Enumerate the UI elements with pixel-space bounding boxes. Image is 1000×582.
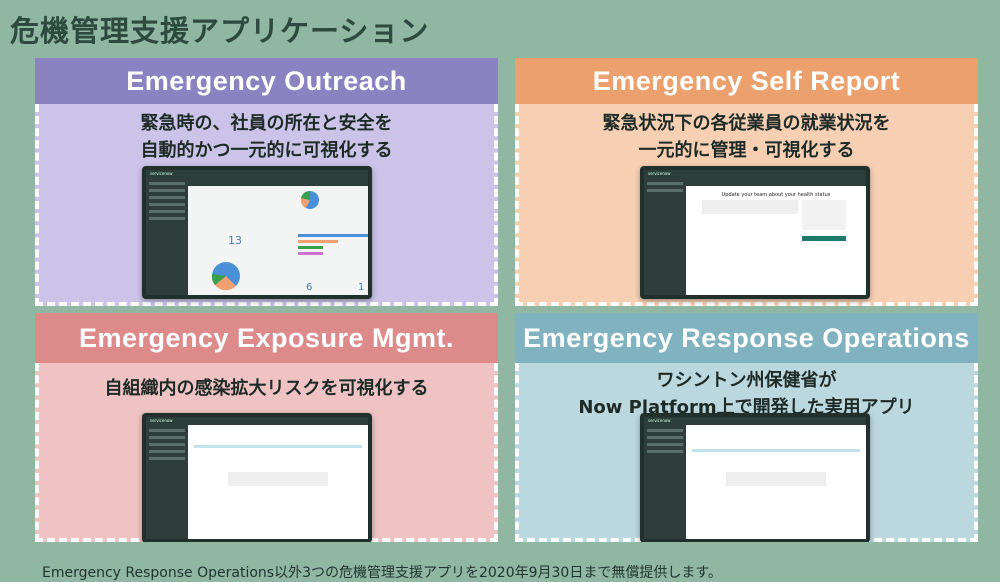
app-screenshot: servicenow [142, 413, 372, 542]
dashed-border [35, 104, 498, 306]
app-screenshot: servicenow Update your team about your h… [640, 166, 870, 299]
subtitle-line: 緊急状況下の各従業員の就業状況を [602, 113, 891, 134]
panel-emergency-self-report: Emergency Self Report 緊急状況下の各従業員の就業状況を一元… [515, 58, 978, 306]
screen-heading: Update your team about your health statu… [721, 192, 831, 198]
panel-header: Emergency Exposure Mgmt. [35, 313, 498, 363]
app-screenshot: servicenow [640, 413, 870, 542]
subtitle-line: Now Platform上で開発した実用アプリ [578, 397, 915, 418]
page-title: 危機管理支援アプリケーション [10, 14, 430, 48]
kpi-value: 13 [228, 234, 242, 247]
panel-emergency-exposure-mgmt: Emergency Exposure Mgmt. 自組織内の感染拡大リスクを可視… [35, 313, 498, 542]
dashed-border [515, 104, 978, 306]
svg-text:1: 1 [358, 282, 364, 293]
subtitle-line: 緊急時の、社員の所在と安全を [140, 113, 393, 134]
panel-header: Emergency Response Operations [515, 313, 978, 363]
subtitle-line: 自組織内の感染拡大リスクを可視化する [104, 378, 429, 399]
panel-subtitle: 緊急時の、社員の所在と安全を自動的かつ一元的に可視化する [35, 106, 498, 168]
subtitle-line: 自動的かつ一元的に可視化する [140, 140, 393, 161]
svg-text:6: 6 [306, 282, 312, 293]
panel-emergency-outreach: Emergency Outreach 緊急時の、社員の所在と安全を自動的かつ一元… [35, 58, 498, 306]
footer-note: Emergency Response Operations以外3つの危機管理支援… [42, 565, 722, 581]
app-screenshot: servicenow 13 6 1 [142, 166, 372, 299]
subtitle-line: ワシントン州保健省が [656, 370, 837, 391]
panel-header: Emergency Self Report [515, 58, 978, 104]
subtitle-line: 一元的に管理・可視化する [638, 140, 855, 161]
panel-subtitle: 自組織内の感染拡大リスクを可視化する [35, 371, 498, 406]
panel-emergency-response-operations: Emergency Response Operations ワシントン州保健省が… [515, 313, 978, 542]
panel-subtitle: 緊急状況下の各従業員の就業状況を一元的に管理・可視化する [515, 106, 978, 168]
panel-subtitle: ワシントン州保健省が Now Platform上で開発した実用アプリ [515, 363, 978, 425]
panel-header: Emergency Outreach [35, 58, 498, 104]
